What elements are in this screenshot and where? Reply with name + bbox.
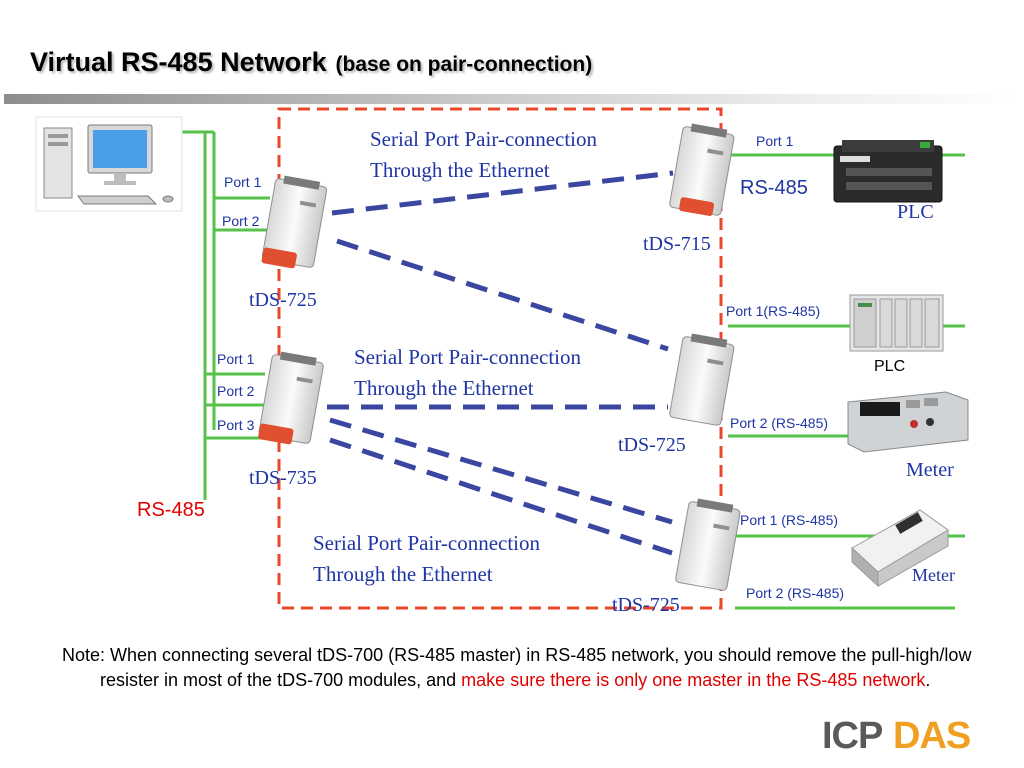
link-tds725-port2-to-tds725a bbox=[336, 238, 669, 352]
equipment-label: Meter bbox=[912, 565, 955, 585]
icpdas-logo: ICP DAS bbox=[822, 715, 971, 757]
port-label: Port 1 bbox=[756, 133, 794, 149]
port-label: Port 3 bbox=[217, 417, 255, 433]
meter-icon bbox=[847, 391, 969, 453]
link-tds725-port1-to-tds715 bbox=[331, 170, 674, 216]
port-label: Port 2 bbox=[222, 213, 260, 229]
tds-module-icon bbox=[669, 333, 735, 426]
port-label: Port 1 bbox=[224, 174, 262, 190]
tds-module-icon bbox=[261, 175, 328, 269]
desktop-computer-icon bbox=[35, 116, 183, 212]
equipment-label: Meter bbox=[906, 459, 954, 481]
device-label: tDS-725 bbox=[618, 434, 686, 456]
title-main: Virtual RS-485 Network bbox=[30, 47, 327, 77]
pair-label-line1: Serial Port Pair-connection bbox=[313, 531, 541, 555]
title-underline-bar bbox=[4, 94, 1020, 104]
energy-meter-icon bbox=[851, 509, 949, 588]
note-text: Note: When connecting several tDS-700 (R… bbox=[62, 643, 1000, 693]
pair-connection-label: Serial Port Pair-connection Through the … bbox=[370, 124, 597, 186]
right-bus-label: RS-485 bbox=[740, 177, 808, 199]
page-title: Virtual RS-485 Network (base on pair-con… bbox=[30, 42, 592, 79]
port-label: Port 1(RS-485) bbox=[726, 303, 821, 319]
device-label: tDS-735 bbox=[249, 467, 317, 489]
title-sub: (base on pair-connection) bbox=[335, 53, 593, 76]
note-suffix: . bbox=[925, 670, 931, 690]
pair-label-line2: Through the Ethernet bbox=[313, 562, 493, 586]
equipment-label: PLC bbox=[897, 201, 934, 223]
port-label: Port 2 (RS-485) bbox=[746, 585, 845, 601]
note-prefix: Note: When connecting several tDS-700 (R… bbox=[62, 645, 972, 690]
link-tds735-port3-to-tds725b bbox=[329, 437, 673, 556]
device-label: tDS-725 bbox=[249, 289, 317, 311]
tds-module-icon bbox=[675, 498, 741, 591]
plc-icon bbox=[849, 294, 944, 352]
port-label: Port 1 bbox=[217, 351, 255, 367]
pair-connection-label: Serial Port Pair-connection Through the … bbox=[354, 342, 581, 404]
note-highlight: make sure there is only one master in th… bbox=[461, 670, 926, 690]
port-label: Port 1 (RS-485) bbox=[740, 512, 839, 528]
virtual-pair-links bbox=[327, 170, 674, 556]
pair-label-line1: Serial Port Pair-connection bbox=[354, 345, 582, 369]
pair-label-line2: Through the Ethernet bbox=[354, 376, 534, 400]
pair-label-line2: Through the Ethernet bbox=[370, 158, 550, 182]
left-rs485-bus bbox=[181, 130, 270, 500]
pair-label-line1: Serial Port Pair-connection bbox=[370, 127, 598, 151]
port-label: Port 2 (RS-485) bbox=[730, 415, 829, 431]
device-label: tDS-715 bbox=[643, 233, 711, 255]
tds-module-icon bbox=[669, 123, 735, 216]
tds-module-icon bbox=[258, 351, 324, 445]
equipment-label: PLC bbox=[874, 358, 906, 375]
link-tds735-port2-to-tds725b bbox=[329, 417, 673, 525]
plc-icon bbox=[833, 140, 943, 203]
port-label: Port 2 bbox=[217, 383, 255, 399]
svg-text:DAS: DAS bbox=[893, 715, 970, 757]
left-bus-label: RS-485 bbox=[137, 499, 205, 521]
device-label: tDS-725 bbox=[612, 594, 680, 616]
pair-connection-label: Serial Port Pair-connection Through the … bbox=[313, 528, 540, 590]
svg-text:ICP: ICP bbox=[822, 715, 883, 757]
